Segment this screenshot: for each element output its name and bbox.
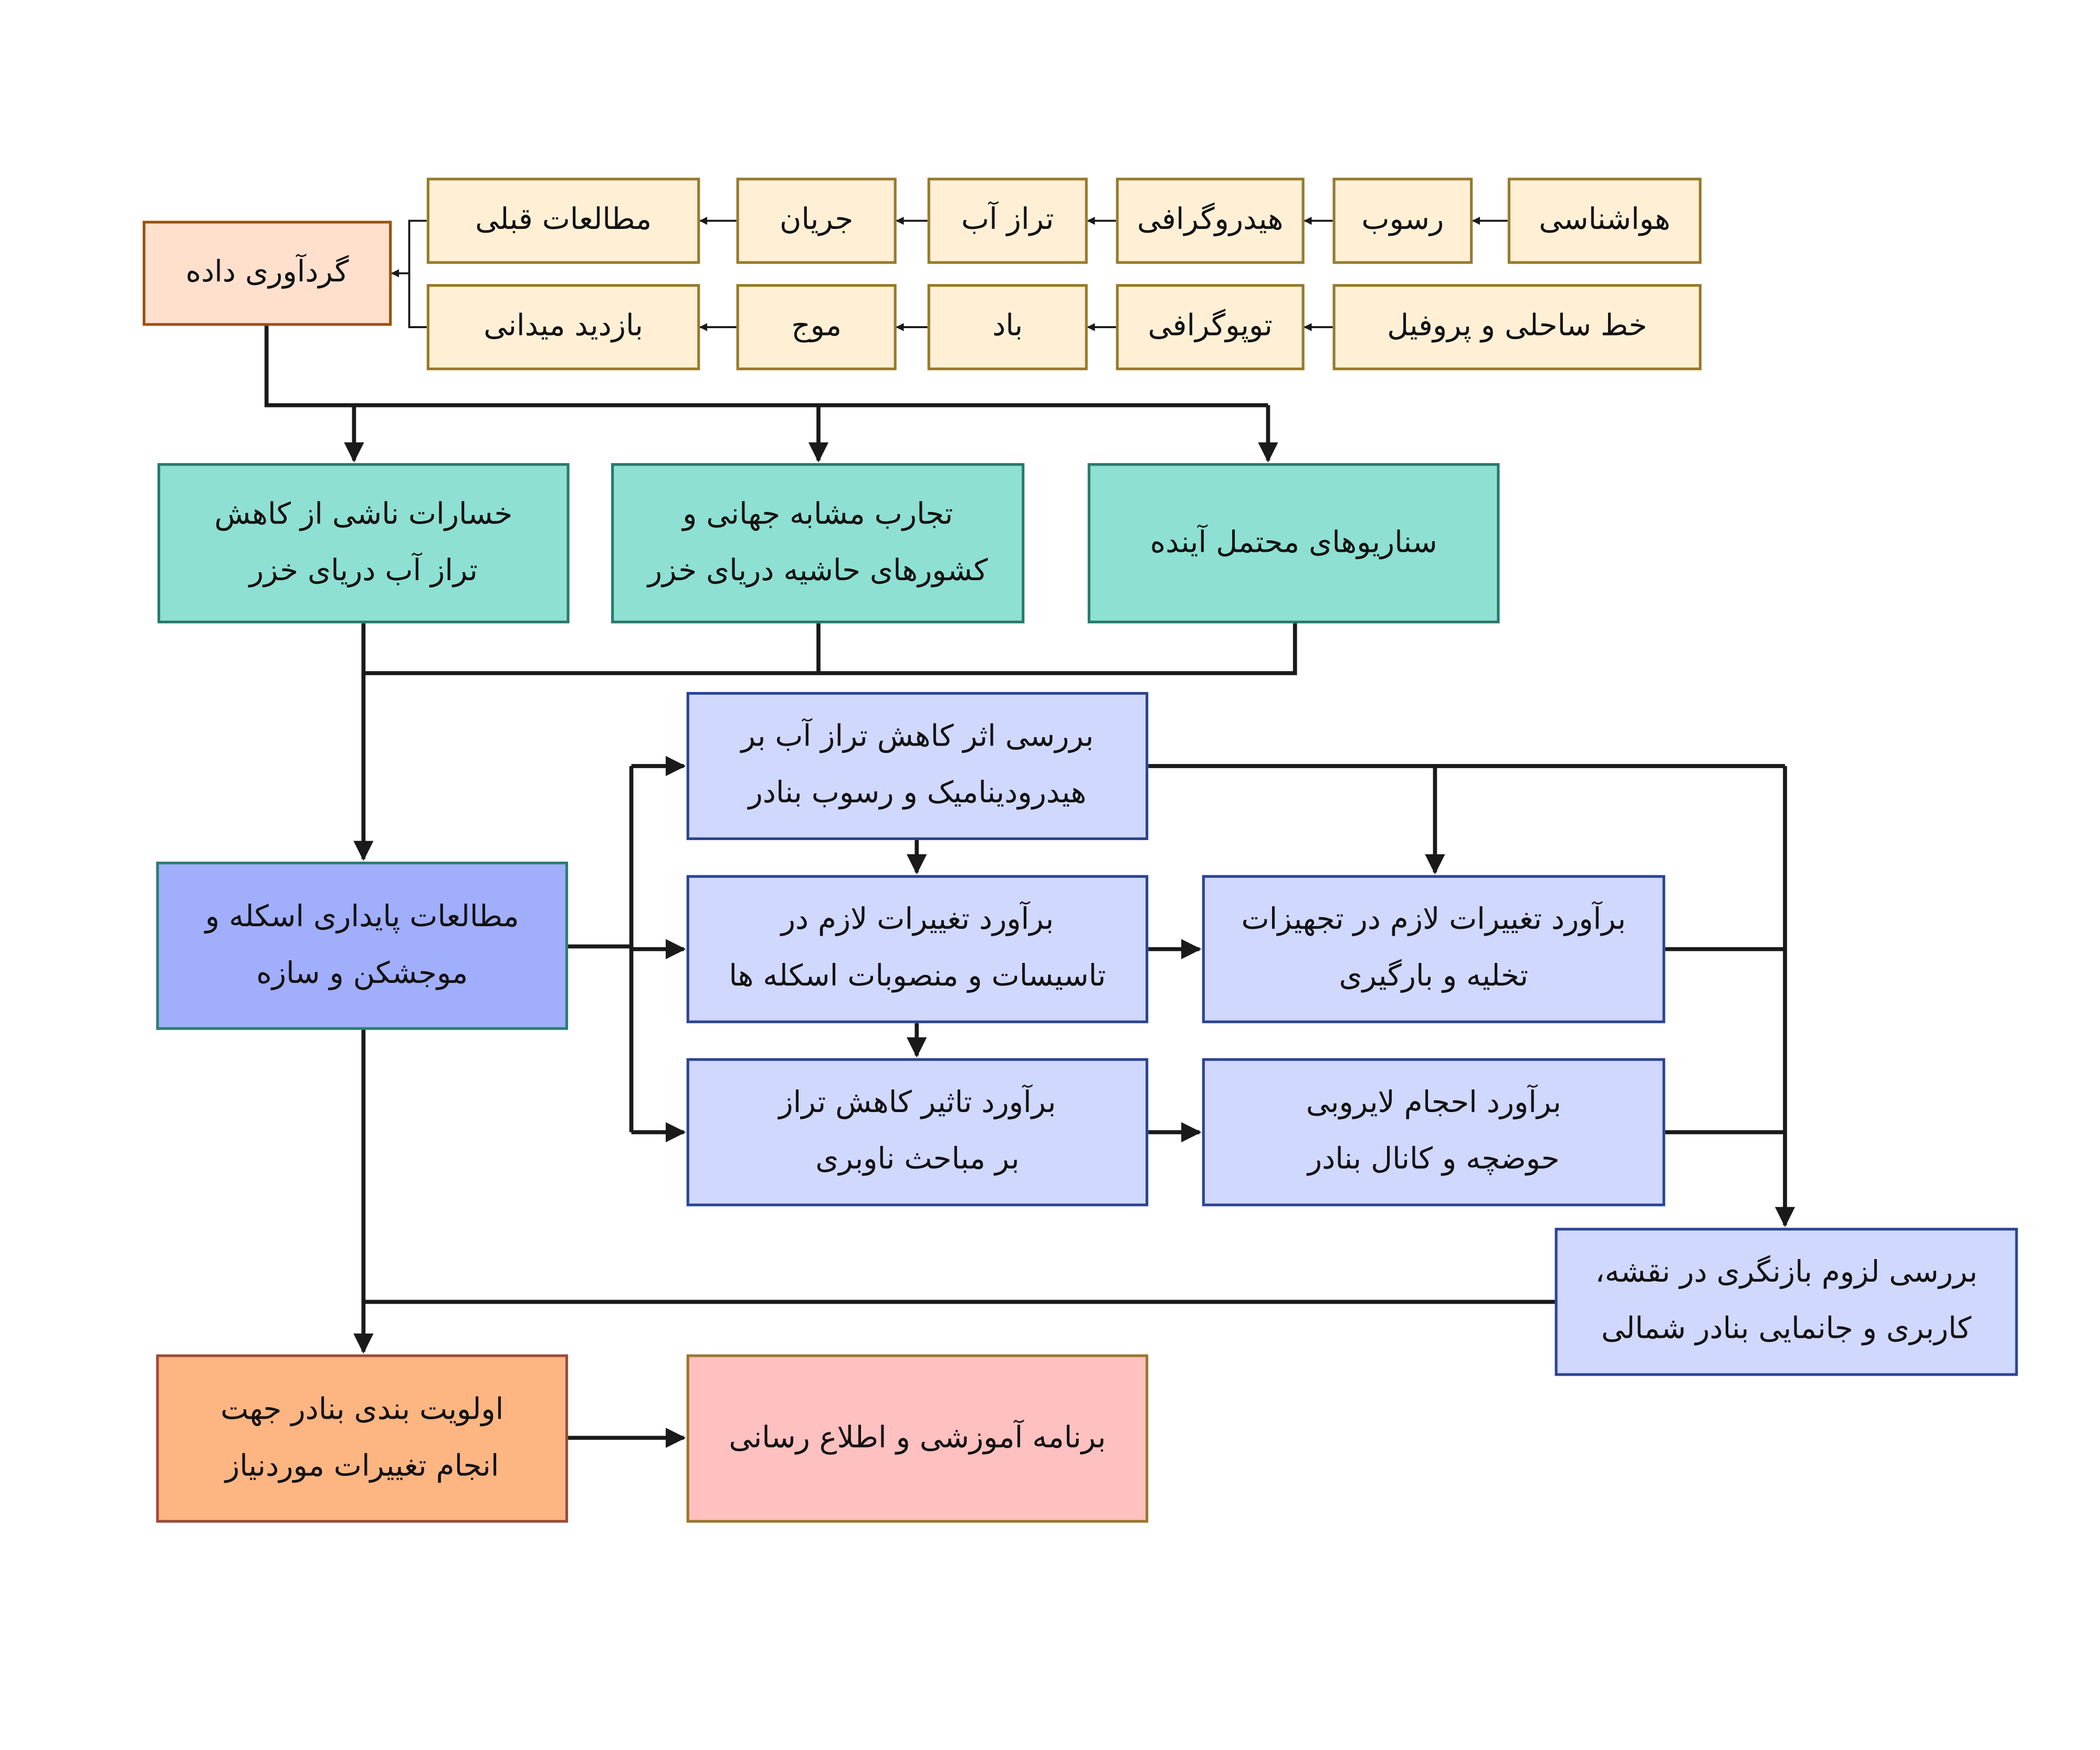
box-line: حوضچه و کانال بنادر [1307, 1143, 1560, 1177]
box-label: بازدید میدانی [484, 309, 643, 343]
source-water-level: تراز آب [927, 177, 1088, 264]
box-label: رسوب [1361, 203, 1444, 237]
facility-changes-box: برآورد تغییرات لازم در تاسیسات و منصوبات … [686, 875, 1149, 1023]
stability-studies-box: مطالعات پایداری اسکله و موجشکن و سازه [156, 862, 569, 1030]
source-hydrography: هیدروگرافی [1116, 177, 1305, 264]
source-topography: توپوگرافی [1116, 284, 1305, 371]
source-shoreline-profile: خط ساحلی و پروفیل [1332, 284, 1702, 371]
box-line: موجشکن و سازه [256, 956, 468, 990]
hydrodynamic-review-box: بررسی اثر کاهش تراز آب بر هیدرودینامیک و … [686, 691, 1149, 840]
box-label: سناریوهای محتمل آینده [1150, 526, 1437, 560]
box-line: تجارب مشابه جهانی و [682, 497, 953, 531]
source-wave: موج [736, 284, 897, 371]
source-previous-studies: مطالعات قبلی [426, 177, 700, 264]
box-label: برنامه آموزشی و اطلاع رسانی [729, 1421, 1106, 1455]
box-label: جریان [779, 203, 854, 237]
box-label: خط ساحلی و پروفیل [1387, 309, 1647, 343]
box-label: باد [992, 309, 1023, 343]
box-line: کاربری و جانمایی بنادر شمالی [1601, 1312, 1972, 1347]
box-label: موج [791, 309, 842, 343]
box-label: توپوگرافی [1148, 309, 1273, 343]
box-label: مطالعات قبلی [475, 203, 652, 237]
box-line: برآورد تغییرات لازم در [781, 903, 1054, 937]
navigation-impact-box: برآورد تاثیر کاهش تراز بر مباحث ناوبری [686, 1058, 1149, 1207]
dredging-volume-box: برآورد احجام لایروبی حوضچه و کانال بنادر [1202, 1058, 1665, 1207]
box-label: هیدروگرافی [1137, 203, 1284, 237]
global-experience-box: تجارب مشابه جهانی و کشورهای حاشیه دریای خ… [611, 463, 1025, 624]
source-meteorology: هواشناسی [1507, 177, 1702, 264]
source-sediment: رسوب [1332, 177, 1473, 264]
source-current: جریان [736, 177, 897, 264]
box-label: تراز آب [961, 203, 1054, 237]
box-line: اولویت بندی بنادر جهت [220, 1392, 504, 1427]
box-line: کشورهای حاشیه دریای خزر [647, 554, 988, 588]
data-collection-box: گردآوری داده [142, 221, 392, 326]
box-label: هواشناسی [1539, 203, 1671, 237]
scenarios-box: سناریوهای محتمل آینده [1087, 463, 1500, 624]
box-line: برآورد تغییرات لازم در تجهیزات [1241, 903, 1626, 937]
education-box: برنامه آموزشی و اطلاع رسانی [686, 1354, 1149, 1523]
box-line: تخلیه و بارگیری [1339, 960, 1528, 994]
box-line: تراز آب دریای خزر [249, 554, 478, 588]
box-line: برآورد تاثیر کاهش تراز [779, 1086, 1056, 1120]
box-line: بررسی اثر کاهش تراز آب بر [741, 720, 1094, 754]
source-field-visit: بازدید میدانی [426, 284, 700, 371]
box-line: انجام تغییرات موردنیاز [225, 1449, 499, 1483]
losses-box: خسارات ناشی از کاهش تراز آب دریای خزر [157, 463, 570, 624]
box-line: خسارات ناشی از کاهش [214, 497, 513, 531]
source-wind: باد [927, 284, 1088, 371]
map-review-box: بررسی لزوم بازنگری در نقشه، کاربری و جانم… [1555, 1228, 2018, 1376]
prioritization-box: اولویت بندی بنادر جهت انجام تغییرات موردن… [156, 1354, 569, 1523]
equipment-changes-box: برآورد تغییرات لازم در تجهیزات تخلیه و با… [1202, 875, 1665, 1023]
box-line: تاسیسات و منصوبات اسکله ها [729, 960, 1106, 994]
box-line: مطالعات پایداری اسکله و [205, 900, 519, 934]
box-line: بررسی لزوم بازنگری در نقشه، [1595, 1256, 1978, 1290]
box-line: هیدرودینامیک و رسوب بنادر [748, 777, 1087, 811]
box-line: برآورد احجام لایروبی [1306, 1086, 1561, 1120]
box-label: گردآوری داده [185, 256, 349, 290]
box-line: بر مباحث ناوبری [815, 1143, 1020, 1177]
